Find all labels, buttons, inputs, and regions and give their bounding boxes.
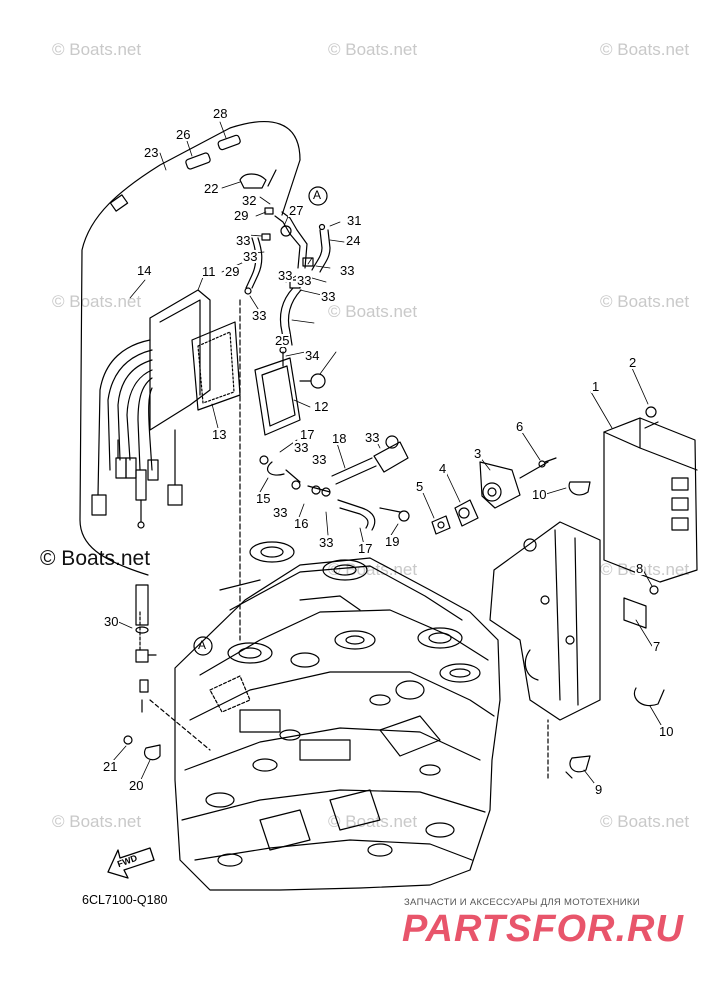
callout-2: 2	[628, 355, 638, 370]
callout-16: 16	[293, 516, 310, 531]
callout-9: 9	[594, 782, 604, 797]
cover-gasket	[191, 321, 326, 436]
watermark: © Boats.net	[52, 292, 142, 311]
callout-32: 32	[241, 193, 258, 208]
callout-12: 12	[313, 399, 330, 414]
section-marker-a	[193, 186, 328, 656]
callout-10: 10	[658, 724, 675, 739]
bracket	[489, 457, 665, 779]
drawing-code: 6CL7100-Q180	[82, 893, 168, 907]
callout-33: 33	[251, 308, 268, 323]
callout-19: 19	[384, 534, 401, 549]
callout-33: 33	[364, 430, 381, 445]
callout-33: 33	[277, 268, 294, 283]
callout-4: 4	[438, 461, 448, 476]
callout-5: 5	[415, 479, 425, 494]
callout-27: 27	[288, 203, 305, 218]
ecu-unit	[603, 406, 698, 583]
callout-33: 33	[293, 440, 310, 455]
connector-29	[217, 134, 241, 151]
callout-28: 28	[212, 106, 229, 121]
callout-30: 30	[103, 614, 120, 629]
callout-24: 24	[345, 233, 362, 248]
watermark: © Boats.net	[52, 812, 142, 831]
callout-17: 17	[357, 541, 374, 556]
lower-hoses	[259, 435, 410, 531]
callout-14: 14	[136, 263, 153, 278]
ignition-coil-harness	[91, 289, 211, 529]
watermark: © Boats.net	[600, 292, 690, 311]
callout-10: 10	[531, 487, 548, 502]
callout-33: 33	[320, 289, 337, 304]
leader-lines	[111, 121, 665, 789]
wire-loop	[79, 121, 301, 576]
callout-33: 33	[311, 452, 328, 467]
watermark: © Boats.net	[328, 302, 418, 321]
callout-3: 3	[473, 446, 483, 461]
callout-31: 31	[346, 213, 363, 228]
watermark: © Boats.net	[328, 40, 418, 59]
watermark: © Boats.net	[600, 812, 690, 831]
upper-hoses	[239, 169, 331, 346]
callout-11: 11	[201, 264, 217, 279]
watermark: © Boats.net	[600, 40, 690, 59]
callout-33: 33	[339, 263, 356, 278]
callout-13: 13	[211, 427, 228, 442]
callout-18: 18	[331, 431, 348, 446]
valve-assy	[431, 461, 549, 535]
connector-27	[185, 152, 211, 170]
section-marker-label: A	[198, 638, 207, 652]
callout-33: 33	[272, 505, 289, 520]
callout-8: 8	[635, 561, 645, 576]
fwd-arrow	[107, 847, 155, 879]
callout-15: 15	[255, 491, 272, 506]
watermark: © Boats.net	[52, 40, 142, 59]
callout-17: 17	[299, 427, 316, 442]
callout-26: 26	[175, 127, 192, 142]
callout-6: 6	[515, 419, 525, 434]
watermark-large: © Boats.net	[40, 547, 151, 570]
callout-33: 33	[242, 249, 259, 264]
section-marker-label: A	[313, 188, 322, 202]
callout-23: 23	[143, 145, 160, 160]
left-lower-parts	[123, 584, 211, 761]
callout-29: 29	[233, 208, 250, 223]
callout-22: 22	[203, 181, 220, 196]
footer-tagline: ЗАПЧАСТИ И АКСЕССУАРЫ ДЛЯ МОТОТЕХНИКИ	[404, 897, 640, 908]
footer-brand: PARTSFOR.RU	[402, 908, 684, 950]
callout-33: 33	[318, 535, 335, 550]
watermark: © Boats.net	[600, 560, 690, 579]
callout-33: 33	[296, 273, 313, 288]
callout-7: 7	[652, 639, 662, 654]
callout-33: 33	[235, 233, 252, 248]
callout-1: 1	[591, 379, 601, 394]
engine-block	[174, 541, 501, 891]
callout-21: 21	[102, 759, 119, 774]
callout-34: 34	[304, 348, 321, 363]
callout-20: 20	[128, 778, 145, 793]
callout-25: 25	[274, 333, 291, 348]
callout-29: 29	[224, 264, 241, 279]
